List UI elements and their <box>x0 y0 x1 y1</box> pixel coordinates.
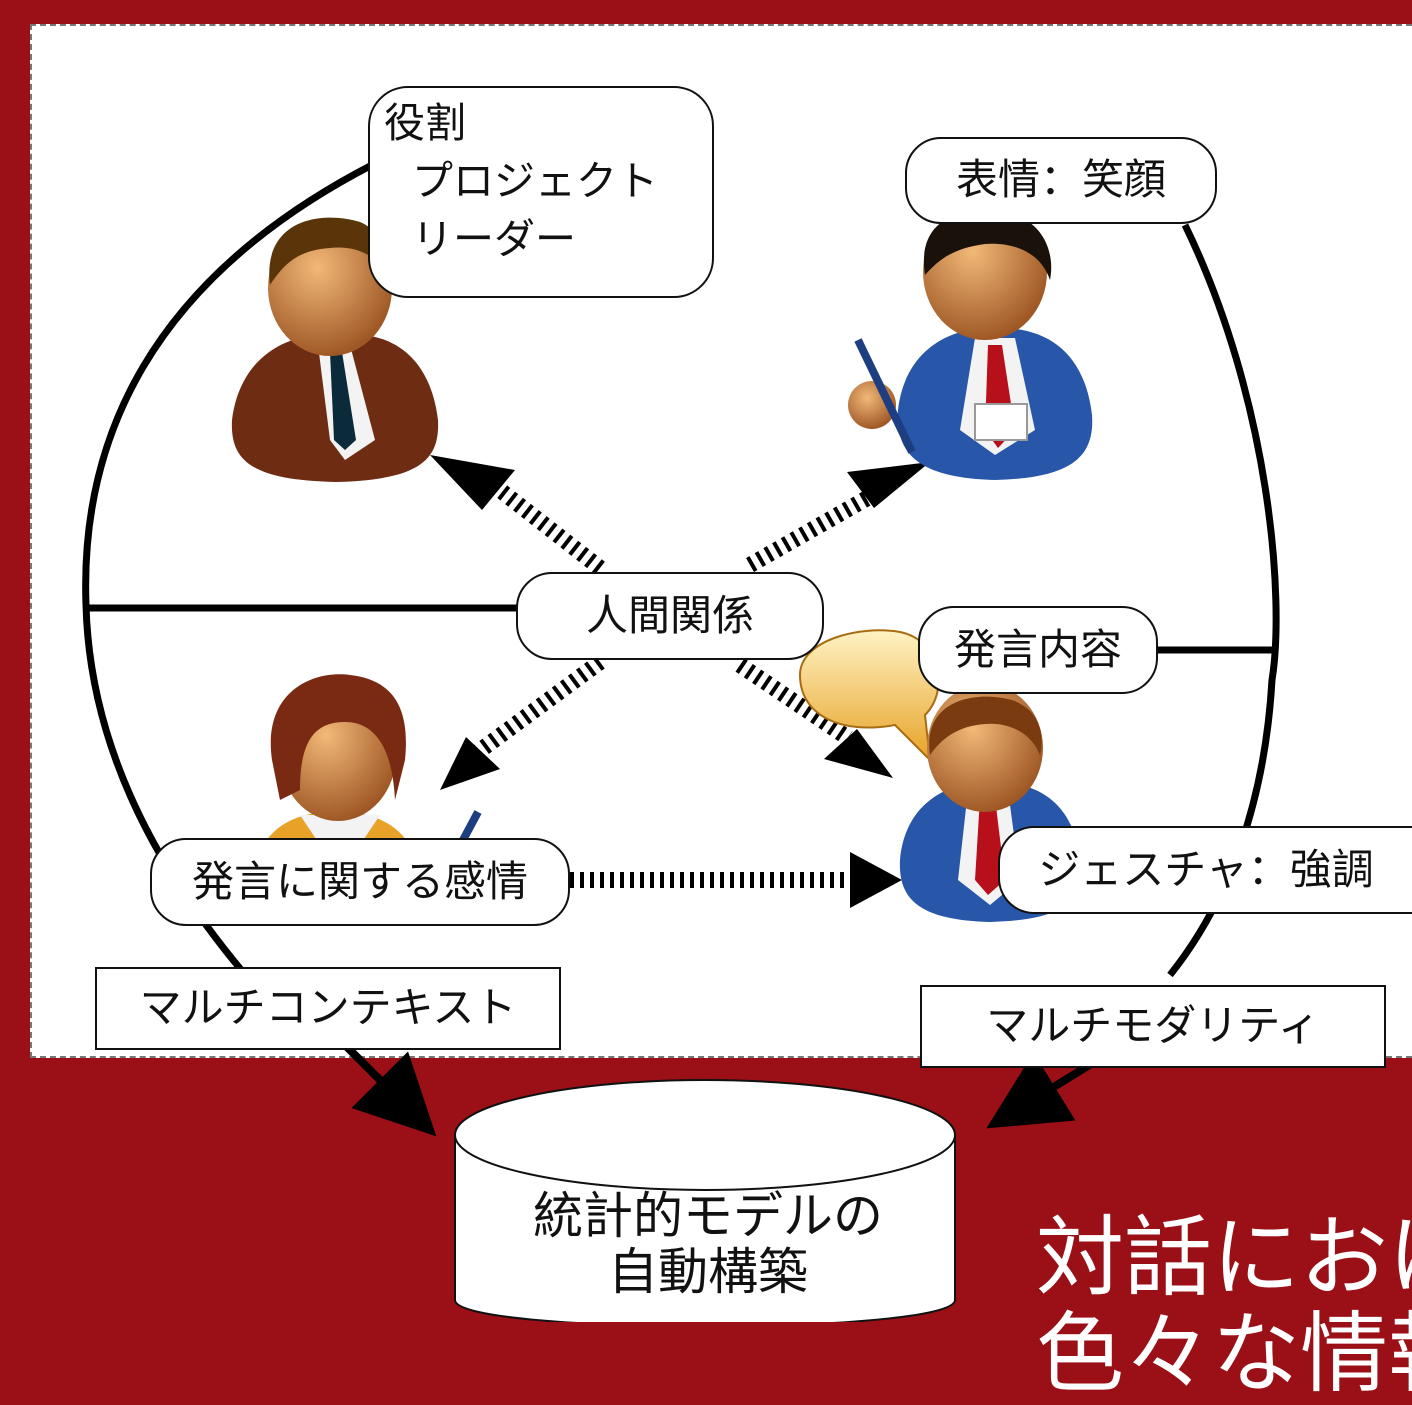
expression-label: 表情：笑顔 <box>905 137 1217 224</box>
multicontext-label: マルチコンテキスト <box>95 967 561 1050</box>
database-label: 統計的モデルの 自動構築 <box>460 1188 956 1300</box>
diagram-canvas <box>82 161 1280 1322</box>
database-cylinder <box>454 1079 956 1322</box>
multimodality-label: マルチモダリティ <box>920 985 1386 1068</box>
utterance-label: 発言内容 <box>918 606 1158 694</box>
arrow-to-database-left <box>337 1037 437 1137</box>
relationship-label: 人間関係 <box>516 572 824 660</box>
database-label-line-2: 自動構築 <box>608 1243 808 1301</box>
gesture-label: ジェスチャ：強調 <box>998 826 1412 914</box>
relationship-arrows <box>473 483 882 888</box>
role-line-1: プロジェクト <box>412 157 658 205</box>
person-project-leader-icon <box>231 217 439 482</box>
caption-line-2: 色々な情報 <box>1036 1302 1412 1405</box>
role-title: 役割 <box>384 99 466 147</box>
role-line-2: リーダー <box>412 215 576 263</box>
database-label-line-1: 統計的モデルの <box>533 1187 883 1245</box>
slide-caption: 対話におけ 色々な情報 <box>1036 1210 1412 1402</box>
arrow-heads <box>430 455 930 908</box>
emotion-label: 発言に関する感情 <box>150 838 570 926</box>
role-box: 役割 プロジェクト リーダー <box>368 86 714 298</box>
person-smiling-icon <box>848 204 1093 480</box>
caption-line-1: 対話におけ <box>1036 1206 1412 1309</box>
slide: 役割 プロジェクト リーダー 表情：笑顔 人間関係 発言内容 発言に関する感情 … <box>30 24 1412 1402</box>
